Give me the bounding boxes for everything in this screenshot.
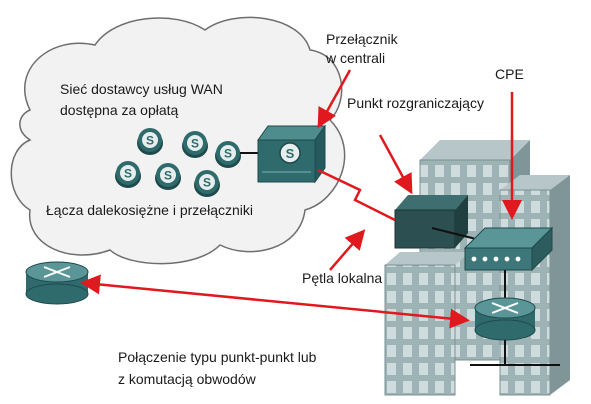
demarc-cpe-link xyxy=(431,227,481,241)
switch-icon-group: S S S S S S xyxy=(115,128,241,197)
switch-icon: S xyxy=(155,163,181,190)
remote-router-icon xyxy=(25,261,89,305)
svg-text:S: S xyxy=(286,146,295,161)
trunks-label: Łącza dalekosiężne i przełączniki xyxy=(46,202,253,218)
co-switch-label-line1: Przełącznik xyxy=(326,31,399,47)
bottom-label-line2: z komutacją obwodów xyxy=(118,371,257,387)
switch-icon: S xyxy=(215,141,241,168)
building-right xyxy=(499,175,570,396)
central-office-switch-icon: S xyxy=(257,124,326,184)
switch-icon: S xyxy=(115,161,141,188)
svg-text:S: S xyxy=(191,137,199,151)
svg-text:S: S xyxy=(164,169,172,183)
cpe-device-icon xyxy=(463,226,554,272)
cloud-title-line2: dostępna za opłatą xyxy=(60,102,179,118)
arrow-point-to-point xyxy=(80,274,470,329)
local-loop-label: Pętla lokalna xyxy=(302,270,382,286)
svg-text:S: S xyxy=(124,167,132,181)
arrow-local-loop xyxy=(329,229,366,271)
local-loop-line xyxy=(317,168,396,222)
switch-icon: S xyxy=(182,131,208,158)
cloud-title-line1: Sieć dostawcy usług WAN xyxy=(60,81,223,97)
customer-router-icon xyxy=(474,297,536,341)
provider-cloud xyxy=(10,16,346,265)
switch-icon: S xyxy=(137,128,163,155)
arrow-co-switch xyxy=(317,69,352,129)
bottom-label-line1: Połączenie typu punkt-punkt lub xyxy=(118,349,317,365)
arrow-demarc xyxy=(378,134,413,195)
switch-icon: S xyxy=(194,170,220,197)
demarc-label: Punkt rozgraniczający xyxy=(347,95,484,111)
cpe-label: CPE xyxy=(495,66,524,82)
svg-text:S: S xyxy=(146,134,154,148)
svg-text:S: S xyxy=(224,147,232,161)
demarcation-box-icon xyxy=(394,195,468,249)
svg-text:S: S xyxy=(203,176,211,190)
co-switch-label-line2: w centrali xyxy=(325,50,385,66)
